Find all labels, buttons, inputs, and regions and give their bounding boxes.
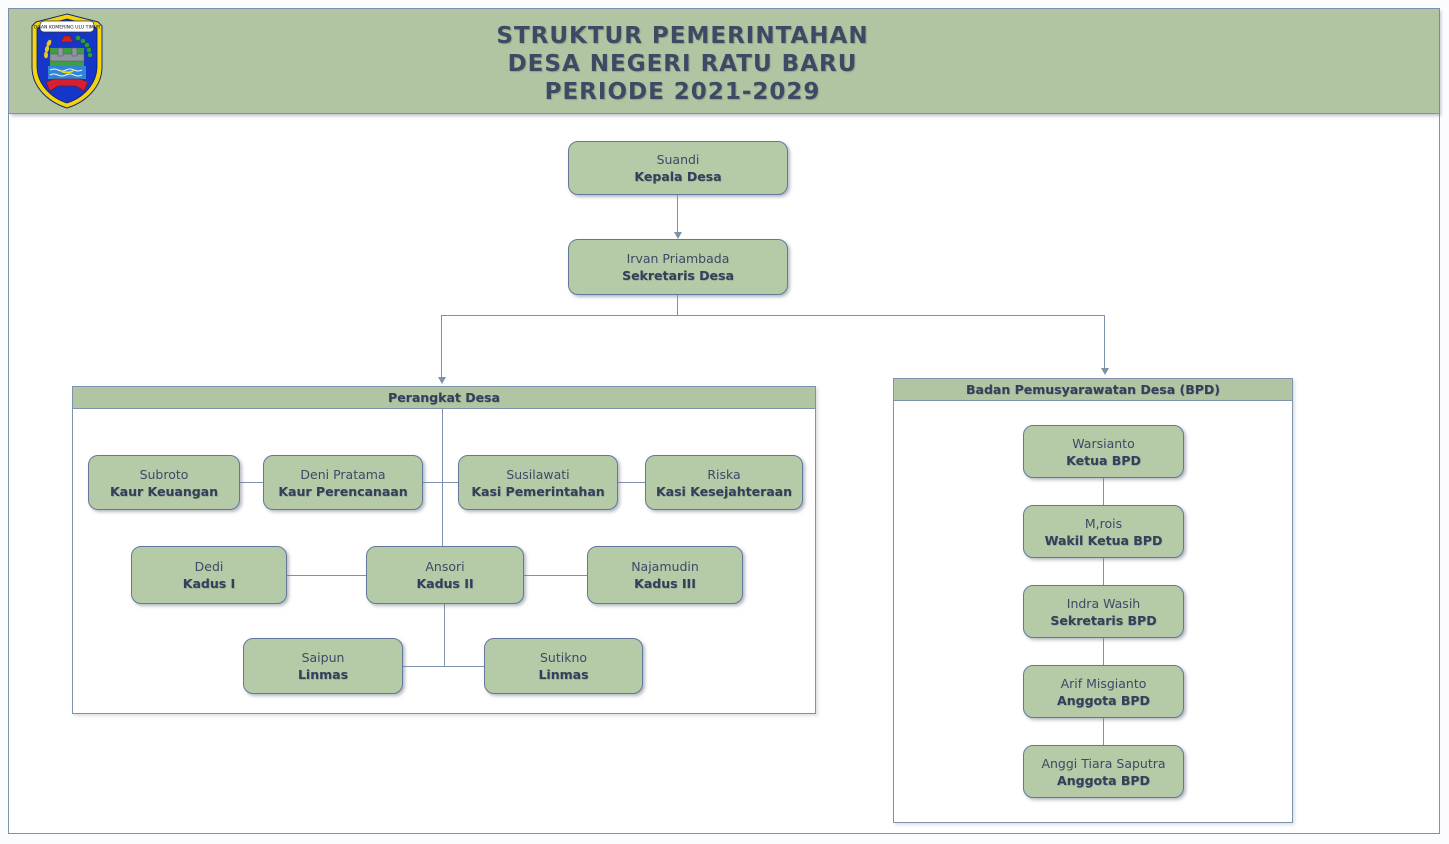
connector-line <box>677 195 678 233</box>
title-line-2: DESA NEGERI RATU BARU <box>507 51 858 77</box>
person-name: Subroto <box>139 466 189 482</box>
person-name: Susilawati <box>506 466 570 482</box>
person-name: Arif Misgianto <box>1060 675 1147 691</box>
org-node-wakil-ketua-bpd: M,rois Wakil Ketua BPD <box>1023 505 1184 558</box>
connector-line <box>403 666 484 667</box>
connector-line <box>1104 315 1105 369</box>
org-node-kaur-keuangan: Subroto Kaur Keuangan <box>88 455 240 510</box>
org-node-linmas-1: Saipun Linmas <box>243 638 403 694</box>
org-node-kepala-desa: Suandi Kepala Desa <box>568 141 788 195</box>
connector-line <box>1103 478 1104 505</box>
org-node-kasi-kesejahteraan: Riska Kasi Kesejahteraan <box>645 455 803 510</box>
connector-line <box>441 315 1105 316</box>
person-role: Kaur Keuangan <box>110 483 218 499</box>
org-node-sekretaris-desa: Irvan Priambada Sekretaris Desa <box>568 239 788 295</box>
person-name: Suandi <box>656 152 700 167</box>
person-name: Warsianto <box>1072 435 1135 451</box>
connector-line <box>441 315 442 378</box>
person-role: Kaur Perencanaan <box>278 483 408 499</box>
person-name: Sutikno <box>539 650 588 665</box>
org-node-anggota-bpd-2: Anggi Tiara Saputra Anggota BPD <box>1023 745 1184 798</box>
org-node-kasi-pemerintahan: Susilawati Kasi Pemerintahan <box>458 455 618 510</box>
connector-line <box>240 482 263 483</box>
person-name: Riska <box>707 466 741 482</box>
connector-line <box>1103 718 1104 745</box>
page-title: STRUKTUR PEMERINTAHAN DESA NEGERI RATU B… <box>0 22 1365 106</box>
org-node-kadus-2: Ansori Kadus II <box>366 546 524 604</box>
person-name: Irvan Priambada <box>626 251 730 266</box>
person-name: Anggi Tiara Saputra <box>1041 755 1166 771</box>
connector-line <box>677 295 678 315</box>
person-name: Najamudin <box>631 559 699 574</box>
person-role: Sekretaris Desa <box>622 268 734 283</box>
person-role: Linmas <box>538 667 589 682</box>
person-role: Anggota BPD <box>1057 772 1150 788</box>
person-role: Wakil Ketua BPD <box>1044 532 1163 548</box>
person-role: Kasi Kesejahteraan <box>655 483 793 499</box>
arrow-down-icon <box>674 232 682 239</box>
person-name: M,rois <box>1084 515 1123 531</box>
org-node-kadus-3: Najamudin Kadus III <box>587 546 743 604</box>
org-node-kaur-perencanaan: Deni Pratama Kaur Perencanaan <box>263 455 423 510</box>
person-name: Ansori <box>425 559 465 574</box>
connector-line <box>1103 558 1104 585</box>
page-header <box>9 9 1439 114</box>
connector-line <box>444 604 445 666</box>
seal-banner-text: OGAN KOMERING ULU TIMUR <box>34 25 101 31</box>
connector-line <box>524 575 587 576</box>
person-role: Kepala Desa <box>634 169 722 184</box>
org-node-anggota-bpd-1: Arif Misgianto Anggota BPD <box>1023 665 1184 718</box>
connector-line <box>423 482 458 483</box>
person-name: Indra Wasih <box>1066 595 1141 611</box>
person-role: Linmas <box>297 667 349 682</box>
group-header-perangkat-desa: Perangkat Desa <box>72 386 816 409</box>
org-node-linmas-2: Sutikno Linmas <box>484 638 643 694</box>
title-line-3: PERIODE 2021-2029 <box>544 79 821 105</box>
connector-line <box>442 409 443 546</box>
person-role: Anggota BPD <box>1057 692 1150 708</box>
arrow-down-icon <box>438 377 446 384</box>
person-role: Kasi Pemerintahan <box>471 483 605 499</box>
person-role: Sekretaris BPD <box>1050 612 1157 628</box>
person-name: Saipun <box>301 650 345 665</box>
regency-seal-icon: OGAN KOMERING ULU TIMUR <box>28 12 106 110</box>
group-header-bpd: Badan Pemusyarawatan Desa (BPD) <box>893 378 1293 401</box>
person-name: Dedi <box>194 559 224 574</box>
person-role: Kadus I <box>182 576 236 591</box>
person-role: Kadus II <box>416 576 474 591</box>
title-line-1: STRUKTUR PEMERINTAHAN <box>496 23 869 49</box>
connector-line <box>618 482 645 483</box>
org-node-ketua-bpd: Warsianto Ketua BPD <box>1023 425 1184 478</box>
person-name: Deni Pratama <box>300 466 386 482</box>
org-node-kadus-1: Dedi Kadus I <box>131 546 287 604</box>
connector-line <box>287 575 366 576</box>
arrow-down-icon <box>1101 368 1109 375</box>
connector-line <box>1103 638 1104 665</box>
person-role: Kadus III <box>634 576 696 591</box>
person-role: Ketua BPD <box>1066 452 1141 468</box>
org-node-sekretaris-bpd: Indra Wasih Sekretaris BPD <box>1023 585 1184 638</box>
